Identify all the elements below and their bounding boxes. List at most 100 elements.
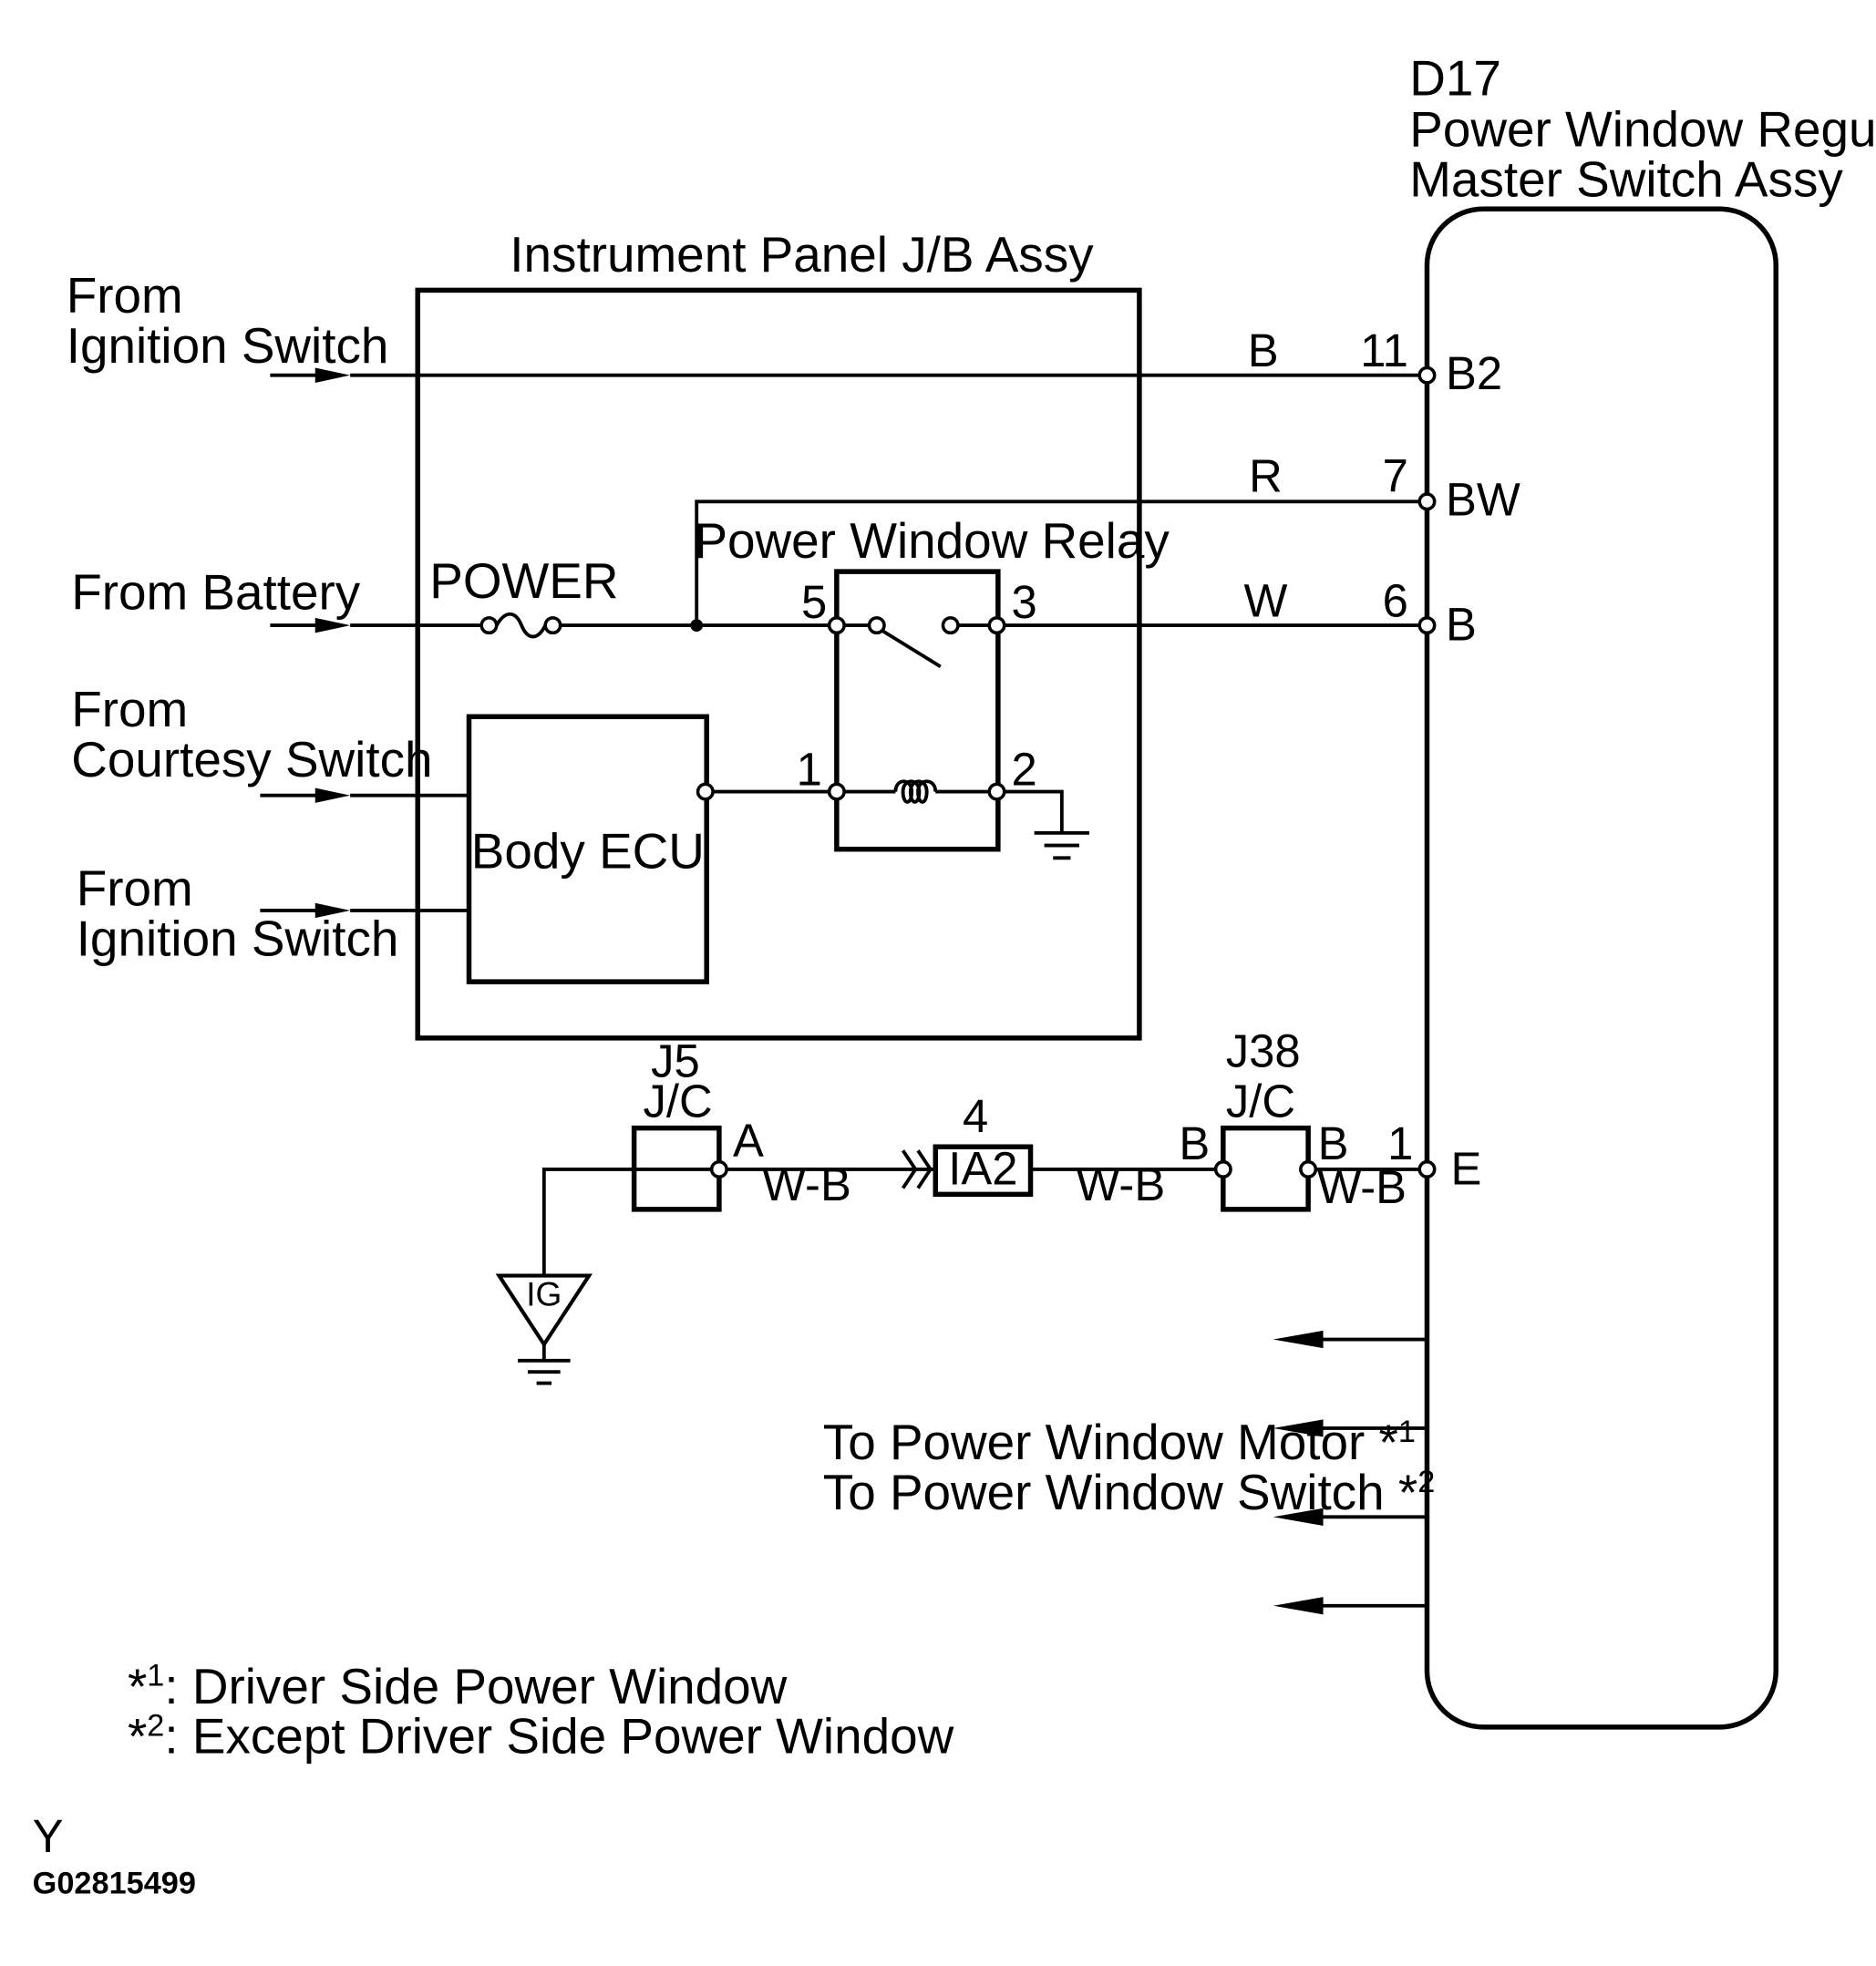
fuse-label: POWER — [429, 552, 618, 609]
input-arrow-head — [314, 902, 351, 919]
input-label-line1: From Battery — [71, 563, 361, 620]
output-label-motor: To Power Window Motor *1 — [823, 1414, 1416, 1470]
j5-terminal-a: A — [733, 1115, 764, 1167]
body-ecu-box — [466, 714, 709, 984]
footnote-2: *2: Except Driver Side Power Window — [128, 1708, 954, 1765]
terminal-label-e: E — [1451, 1142, 1482, 1194]
terminal-label: BW — [1446, 473, 1520, 525]
footnotes: *1: Driver Side Power Window *2: Except … — [128, 1658, 954, 1765]
pin-number: 11 — [1360, 324, 1408, 376]
ground-wire-ig — [541, 1168, 712, 1276]
j38-code: J38 — [1226, 1024, 1301, 1076]
output-label-switch: To Power Window Switch *2 — [823, 1464, 1436, 1520]
ia2-connector-chevron-1 — [901, 1149, 918, 1189]
input-label-line2: Ignition Switch — [67, 317, 389, 374]
input-ignition-switch-2: From Ignition Switch — [77, 859, 399, 966]
j38-out-node — [1299, 1159, 1318, 1179]
input-arrow-head — [314, 617, 351, 633]
relay-pin-3-label: 3 — [1012, 576, 1037, 628]
relay-pin-5-label: 5 — [801, 576, 827, 628]
pin-number: 7 — [1383, 449, 1408, 501]
j38-in-node — [1213, 1159, 1232, 1179]
master-switch-body — [1424, 206, 1778, 1730]
footnote-1: *1: Driver Side Power Window — [128, 1658, 788, 1714]
connector-b: W 6 B — [1244, 575, 1477, 651]
relay-ground — [1004, 789, 1090, 860]
wire-color-label: W — [1244, 575, 1288, 627]
fuse-element — [495, 612, 547, 639]
connector-bw: R 7 BW — [1249, 449, 1520, 525]
relay-pin-1-label: 1 — [797, 744, 822, 796]
ground-circuit: IG J5 J/C A W-B 4 IA2 W-B J38 J/C B B W-… — [495, 1024, 1482, 1385]
fuse-terminal-right — [543, 616, 562, 635]
relay-pin-2-node — [987, 782, 1006, 801]
relay-pin-5-node — [827, 616, 846, 635]
wire-color-ia2-j38: W-B — [1076, 1158, 1165, 1210]
figure-letter: Y — [33, 1810, 64, 1862]
j38-box — [1221, 1125, 1311, 1212]
input-label-line2: Ignition Switch — [77, 910, 399, 966]
relay-label: Power Window Relay — [694, 512, 1170, 569]
body-ecu: Body ECU — [350, 714, 830, 984]
body-ecu-label: Body ECU — [471, 822, 705, 879]
relay-coil — [893, 779, 938, 804]
ia2-connector-chevron-2 — [916, 1149, 933, 1189]
master-switch-code: D17 — [1409, 49, 1501, 106]
master-switch-name-line1: Power Window Regulator — [1409, 101, 1876, 158]
input-label-line1: From — [71, 681, 188, 737]
input-battery: From Battery — [71, 563, 361, 633]
jb-outline — [415, 287, 1142, 1041]
input-arrow-head — [314, 367, 351, 383]
wire-color-label: B — [1248, 324, 1279, 376]
output-arrow-1 — [1273, 1330, 1324, 1349]
terminal-label: B — [1446, 599, 1477, 651]
input-label-line1: From — [67, 267, 183, 324]
figure-id: G02815499 — [33, 1866, 196, 1900]
ia2-code: IA2 — [948, 1142, 1017, 1194]
wire-color-j38-e: W-B — [1317, 1161, 1407, 1213]
ia2-pin: 4 — [963, 1090, 988, 1142]
terminal-node — [1417, 492, 1437, 511]
terminal-label: B2 — [1446, 347, 1502, 399]
output-arrow-2 — [1273, 1419, 1324, 1437]
input-ignition-switch-1: From Ignition Switch — [67, 267, 389, 383]
ia2-box — [933, 1144, 1034, 1198]
output-arrow-3 — [1273, 1508, 1324, 1526]
relay-pin-1-node — [827, 782, 846, 801]
j38-out-terminal: B — [1318, 1117, 1349, 1169]
body-ecu-output-node — [696, 782, 715, 801]
pin-number: 6 — [1383, 575, 1408, 627]
terminal-node-e — [1417, 1159, 1437, 1179]
master-switch-assy: D17 Power Window Regulator Master Switch… — [1409, 49, 1876, 1730]
power-window-relay: Power Window Relay 5 3 1 2 — [694, 512, 1170, 852]
relay-switch-blade — [881, 628, 942, 669]
output-arrows: To Power Window Motor *1 To Power Window… — [823, 1330, 1436, 1615]
input-arrow-head — [314, 787, 351, 803]
j5-code: J5 — [651, 1034, 700, 1086]
j38-in-terminal: B — [1179, 1117, 1210, 1169]
wire-splice-to-bw — [695, 499, 1420, 626]
j5-type: J/C — [644, 1075, 713, 1127]
fuse-power: POWER — [429, 552, 618, 639]
relay-pin-2-label: 2 — [1012, 744, 1037, 796]
wire-color-j5-ia2: W-B — [762, 1158, 851, 1210]
pin-number-e: 1 — [1387, 1117, 1413, 1169]
output-arrow-4 — [1273, 1597, 1324, 1615]
terminal-node — [1417, 616, 1437, 635]
input-label-line1: From — [77, 859, 193, 916]
jb-label: Instrument Panel J/B Assy — [510, 226, 1094, 283]
master-switch-name-line2: Master Switch Assy — [1409, 151, 1843, 208]
input-label-line2: Courtesy Switch — [71, 731, 432, 787]
relay-ground-wire — [1004, 789, 1064, 833]
figure-code: Y G02815499 — [33, 1810, 196, 1900]
fuse-terminal-left — [479, 616, 499, 635]
input-courtesy-switch: From Courtesy Switch — [71, 681, 433, 803]
ig-ground-triangle — [495, 1273, 593, 1348]
connector-b2: B 11 B2 — [1248, 324, 1502, 399]
ig-ground-label: IG — [526, 1274, 562, 1312]
wires-upper — [350, 373, 1420, 632]
j38-type: J/C — [1226, 1075, 1295, 1127]
instrument-panel-jb: Instrument Panel J/B Assy — [415, 226, 1142, 1041]
j5-terminal-a-node — [709, 1159, 728, 1179]
